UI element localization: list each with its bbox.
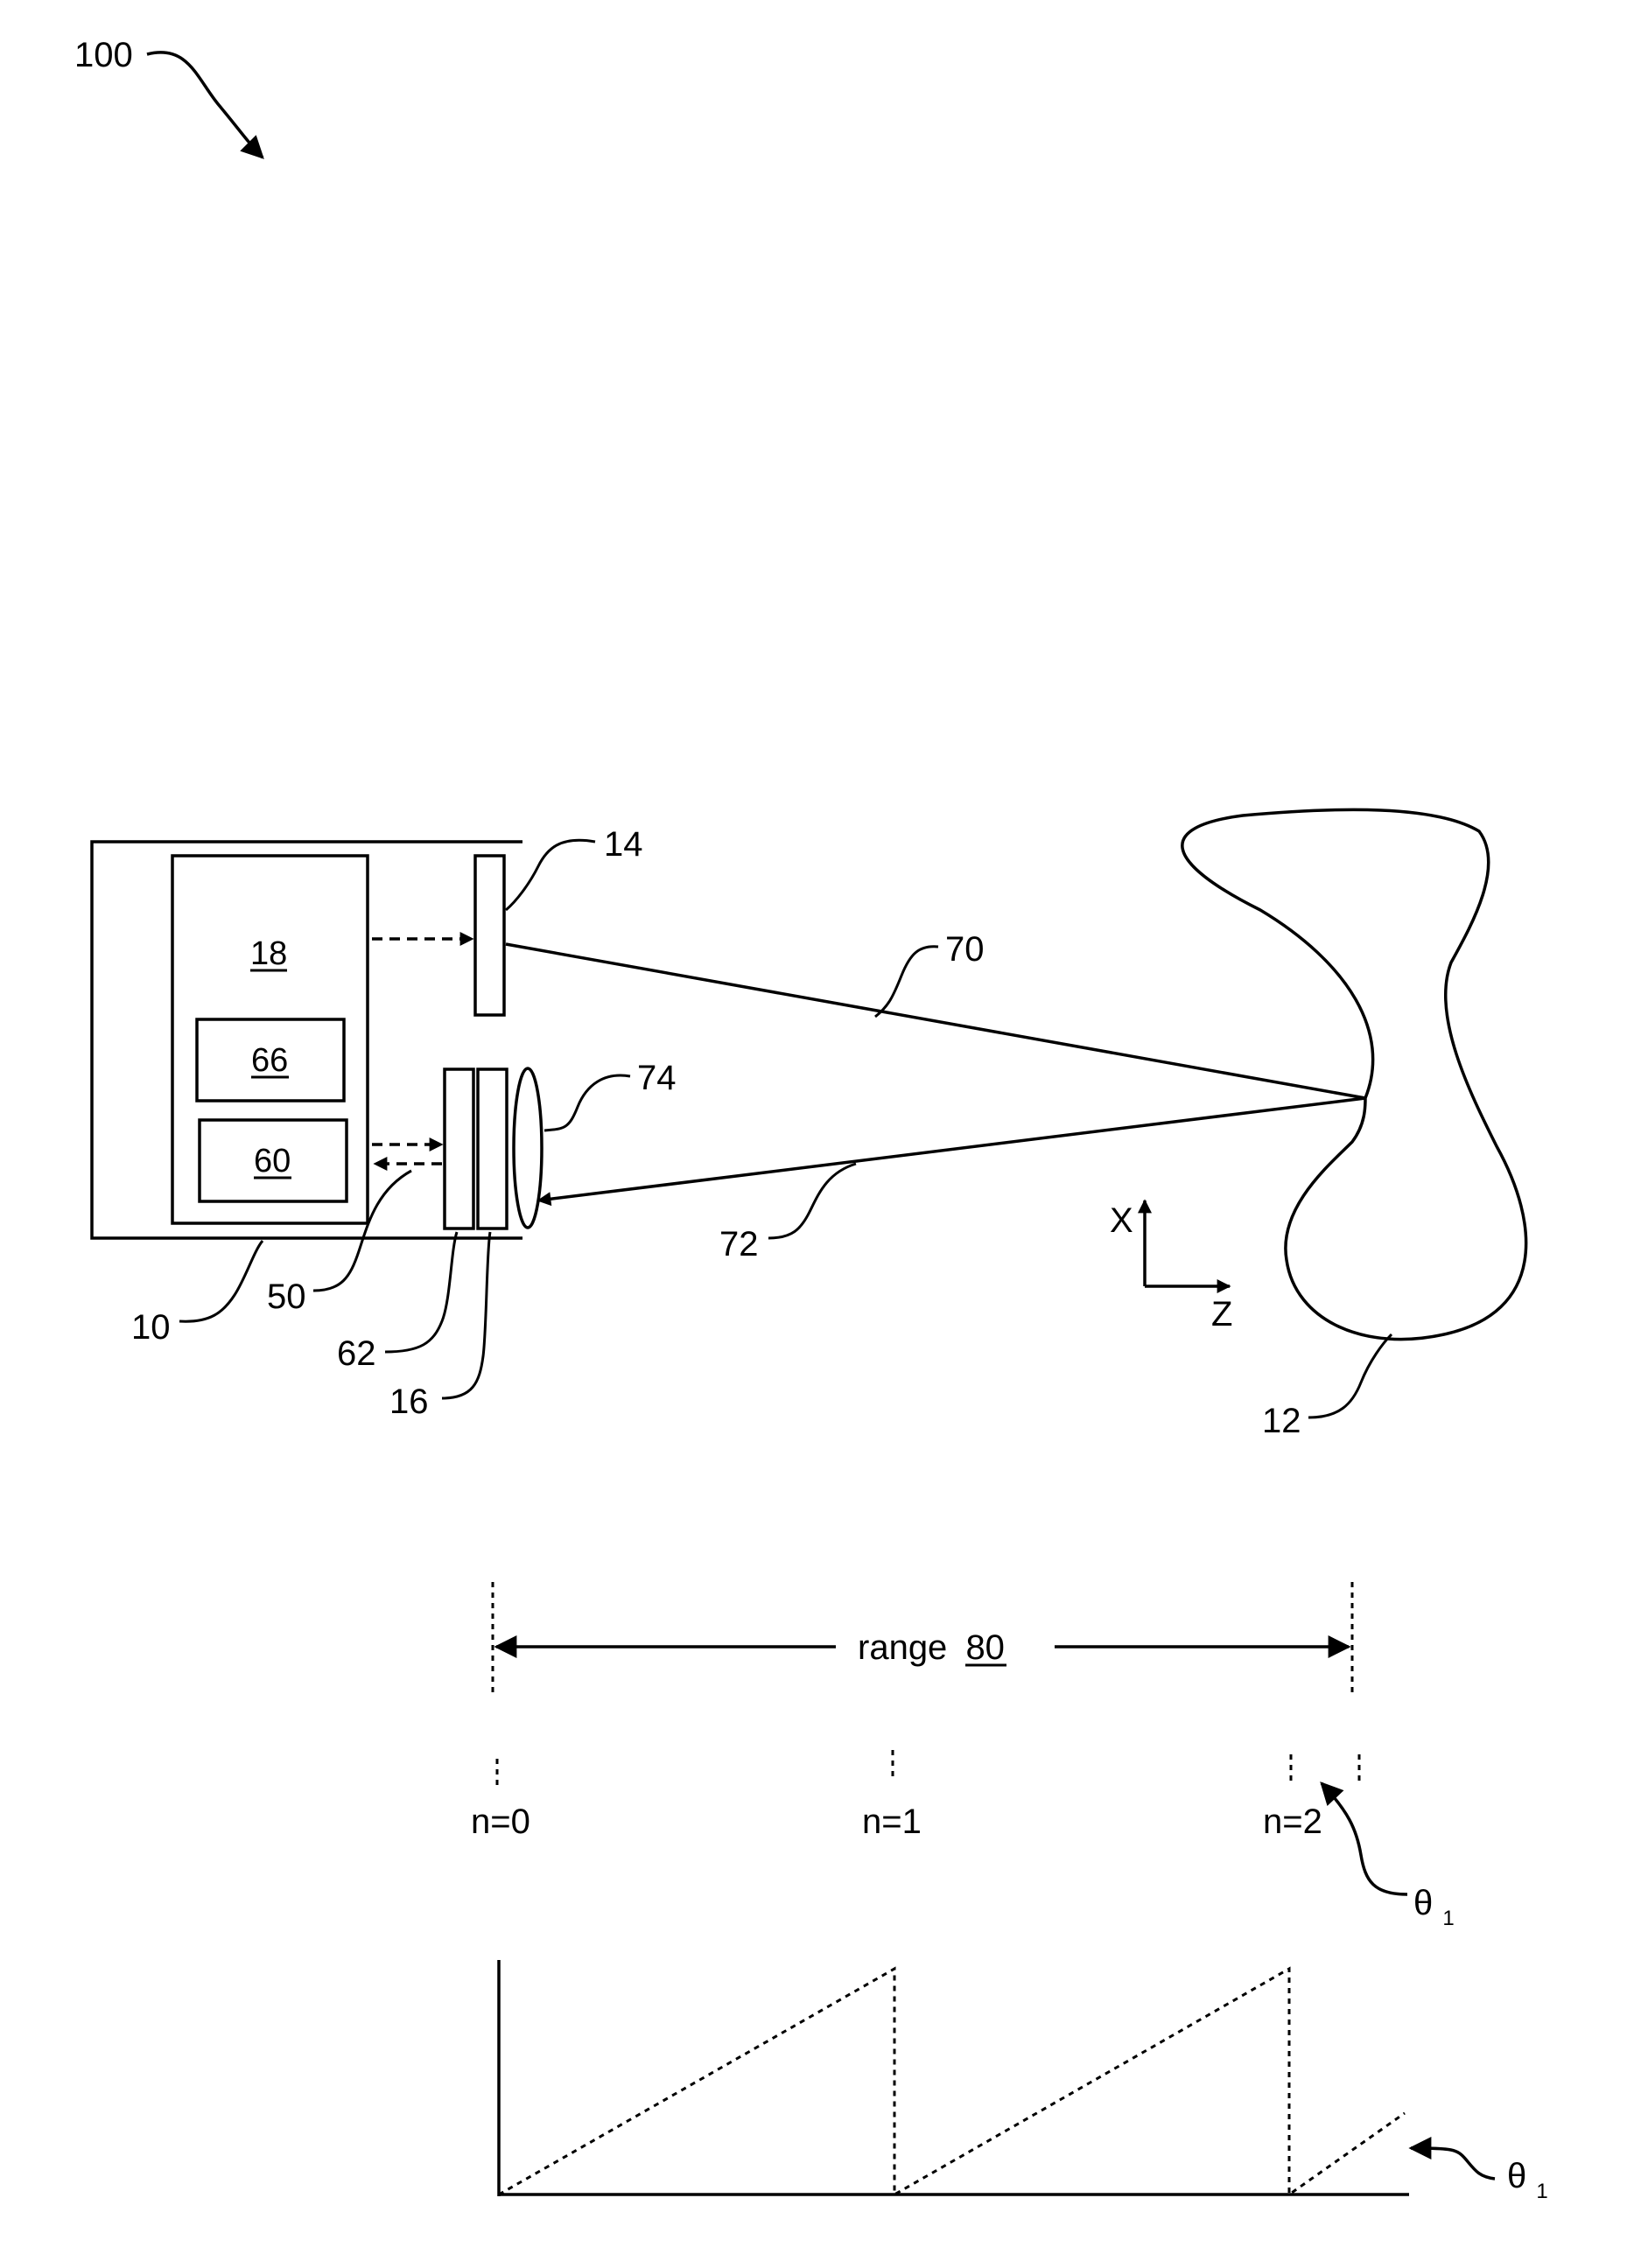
emitter — [475, 856, 504, 1015]
leader-10 — [179, 1241, 263, 1321]
label-10: 10 — [131, 1308, 171, 1347]
label-62: 62 — [337, 1334, 376, 1373]
marker-n0: n=0 — [471, 1802, 530, 1841]
module-66-label: 66 — [251, 1042, 288, 1079]
leader-72 — [768, 1164, 856, 1238]
beam-outgoing — [506, 944, 1365, 1098]
range-label: range 80 — [858, 1628, 1005, 1667]
theta-upper-subscript: 1 — [1442, 1907, 1454, 1930]
theta-upper-symbol: θ — [1413, 1884, 1433, 1922]
processor-label: 18 — [250, 935, 287, 972]
theta-lower-label: θ 1 — [1507, 2157, 1548, 2203]
beam-returning — [538, 1098, 1365, 1200]
figure-ref-label: 100 — [74, 36, 133, 74]
theta-lower-arrow — [1411, 2148, 1495, 2179]
layer-62 — [445, 1069, 473, 1228]
label-70: 70 — [945, 930, 985, 969]
theta-upper-arrow — [1322, 1783, 1407, 1894]
range-prefix: range — [858, 1628, 947, 1667]
lens — [514, 1068, 542, 1228]
leader-14 — [506, 840, 595, 910]
module-60-label: 60 — [254, 1143, 291, 1180]
label-72: 72 — [719, 1225, 759, 1264]
label-74: 74 — [637, 1059, 677, 1097]
theta-lower-subscript: 1 — [1536, 2180, 1547, 2203]
leader-62 — [385, 1232, 457, 1352]
range-number: 80 — [965, 1628, 1005, 1667]
leader-70 — [875, 947, 938, 1017]
marker-n1: n=1 — [862, 1802, 922, 1841]
sensor-16 — [478, 1069, 507, 1228]
x-axis-label: X — [1110, 1201, 1133, 1240]
leader-74 — [544, 1075, 630, 1130]
leader-12 — [1308, 1334, 1392, 1418]
label-14: 14 — [604, 825, 643, 864]
leader-16 — [442, 1232, 490, 1398]
sawtooth-ramp — [499, 1969, 1405, 2194]
theta-upper-label: θ 1 — [1413, 1884, 1455, 1930]
z-axis-label: Z — [1211, 1295, 1232, 1334]
marker-n2: n=2 — [1263, 1802, 1322, 1841]
label-50: 50 — [267, 1278, 306, 1316]
theta-lower-symbol: θ — [1507, 2157, 1526, 2195]
label-12: 12 — [1262, 1402, 1301, 1440]
label-16: 16 — [389, 1382, 429, 1421]
figure-ref-arrow — [147, 52, 263, 158]
